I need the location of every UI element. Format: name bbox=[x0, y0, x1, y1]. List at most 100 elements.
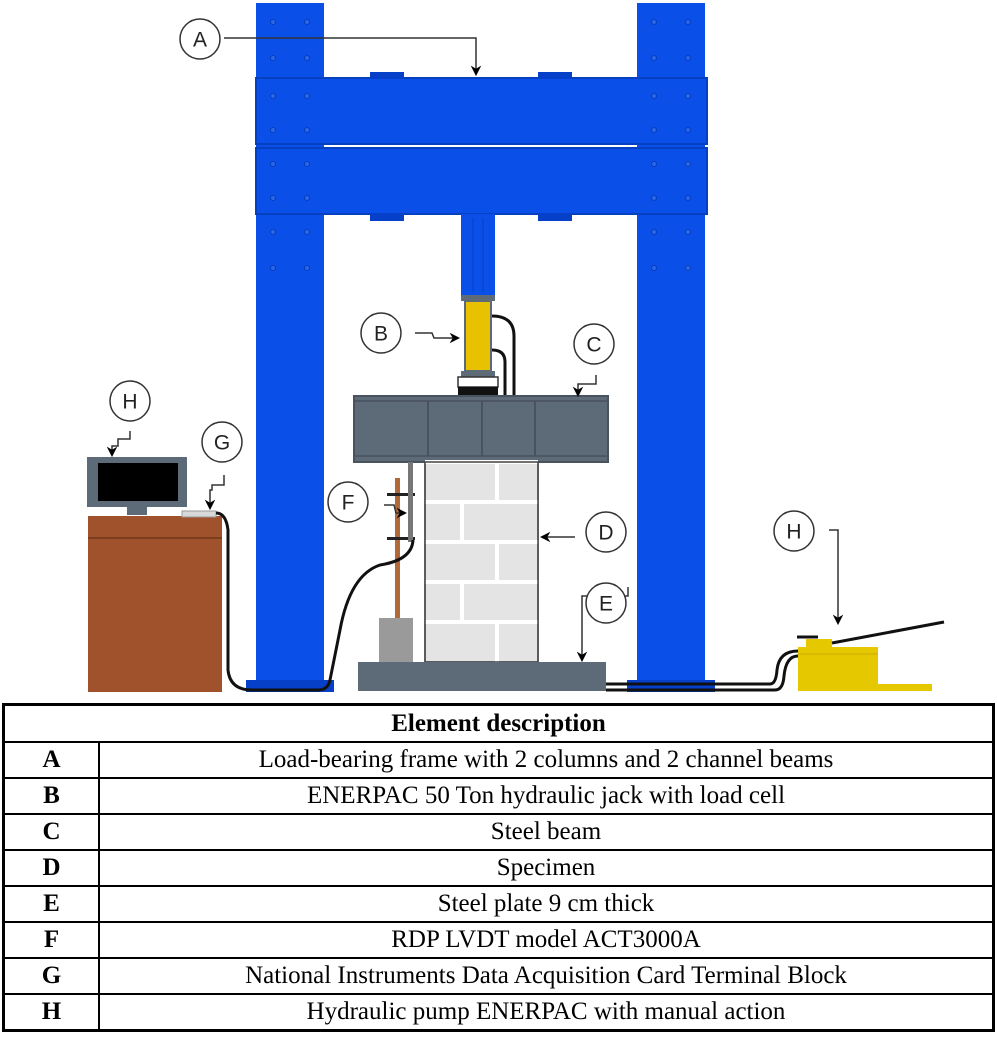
svg-text:D: D bbox=[598, 522, 613, 545]
element-key: B bbox=[2, 777, 100, 815]
test-setup-diagram: A B C D E F G H H bbox=[87, 3, 945, 692]
stiffener bbox=[538, 72, 572, 79]
svg-text:E: E bbox=[599, 593, 613, 616]
callout-A: A bbox=[179, 18, 221, 60]
element-key: C bbox=[2, 813, 100, 851]
bolt bbox=[304, 93, 310, 99]
bolt bbox=[304, 55, 310, 61]
bolt bbox=[651, 19, 657, 25]
bolt bbox=[651, 265, 657, 271]
callout-H-computer: H bbox=[109, 380, 151, 422]
element-key: G bbox=[2, 957, 100, 995]
bolt bbox=[685, 229, 691, 235]
callout-D: D bbox=[585, 511, 627, 553]
lvdt-clamp bbox=[387, 493, 415, 496]
element-key: E bbox=[2, 885, 100, 923]
bolt bbox=[270, 93, 276, 99]
bolt bbox=[685, 265, 691, 271]
bolt bbox=[685, 161, 691, 167]
pump-hose bbox=[606, 654, 799, 692]
bolt bbox=[270, 161, 276, 167]
load-bearing-frame bbox=[246, 3, 715, 692]
jack-collar bbox=[461, 295, 495, 301]
stiffener bbox=[370, 72, 404, 79]
bolt bbox=[651, 55, 657, 61]
bolt bbox=[304, 195, 310, 201]
daq-cable bbox=[215, 511, 320, 692]
bolt bbox=[304, 161, 310, 167]
element-key: F bbox=[2, 921, 100, 959]
callout-F: F bbox=[327, 481, 369, 523]
steel-beam bbox=[353, 395, 609, 463]
load-cell bbox=[457, 376, 499, 388]
svg-text:A: A bbox=[193, 29, 207, 52]
workstation bbox=[87, 457, 320, 692]
svg-text:H: H bbox=[786, 521, 801, 544]
bolt bbox=[685, 19, 691, 25]
desk bbox=[88, 516, 222, 692]
pump-foot bbox=[876, 684, 932, 691]
element-description: RDP LVDT model ACT3000A bbox=[98, 921, 995, 959]
load-cell-top bbox=[461, 371, 495, 377]
bolts bbox=[270, 19, 691, 271]
hose bbox=[491, 314, 516, 396]
stiffener bbox=[370, 213, 404, 221]
element-description: Specimen bbox=[98, 849, 995, 887]
bolt bbox=[651, 161, 657, 167]
bolt bbox=[270, 195, 276, 201]
bolt bbox=[270, 229, 276, 235]
svg-text:G: G bbox=[214, 432, 230, 455]
bolt bbox=[270, 19, 276, 25]
bolt bbox=[270, 265, 276, 271]
bolt bbox=[685, 195, 691, 201]
callout-B: B bbox=[360, 312, 402, 354]
monitor-stand bbox=[127, 507, 147, 515]
callout-H-pump: H bbox=[773, 510, 815, 552]
svg-text:B: B bbox=[374, 323, 388, 346]
bolt bbox=[270, 55, 276, 61]
load-cell-base bbox=[458, 387, 498, 397]
terminal-block bbox=[181, 510, 217, 518]
element-description: Hydraulic pump ENERPAC with manual actio… bbox=[98, 993, 995, 1032]
bolt bbox=[685, 55, 691, 61]
stiffener bbox=[538, 213, 572, 221]
pump-handle bbox=[831, 620, 945, 645]
hydraulic-pump bbox=[606, 620, 945, 692]
pump-hose bbox=[606, 649, 799, 686]
svg-text:C: C bbox=[586, 334, 601, 357]
element-description: Steel beam bbox=[98, 813, 995, 851]
callout-C: C bbox=[573, 323, 615, 365]
lvdt bbox=[317, 462, 415, 692]
svg-text:F: F bbox=[342, 492, 355, 515]
lvdt-cable bbox=[317, 539, 415, 692]
channel-beam-top bbox=[255, 77, 708, 145]
callout-E: E bbox=[585, 582, 627, 624]
lvdt-stand-base bbox=[379, 618, 413, 662]
bolt bbox=[651, 229, 657, 235]
bolt bbox=[304, 229, 310, 235]
bolt bbox=[651, 93, 657, 99]
element-description: National Instruments Data Acquisition Ca… bbox=[98, 957, 995, 995]
table-header-row: Element description bbox=[2, 703, 995, 743]
element-description: Load-bearing frame with 2 columns and 2 … bbox=[98, 741, 995, 779]
svg-text:H: H bbox=[122, 391, 137, 414]
bolt bbox=[651, 127, 657, 133]
element-key: A bbox=[2, 741, 100, 779]
element-key: H bbox=[2, 993, 100, 1032]
bolt bbox=[685, 127, 691, 133]
hydraulic-jack bbox=[457, 214, 516, 397]
element-description: Steel plate 9 cm thick bbox=[98, 885, 995, 923]
hose bbox=[491, 348, 507, 396]
table-title: Element description bbox=[2, 703, 995, 743]
element-key: D bbox=[2, 849, 100, 887]
lvdt-rod bbox=[395, 478, 400, 618]
pump-head bbox=[806, 639, 832, 648]
